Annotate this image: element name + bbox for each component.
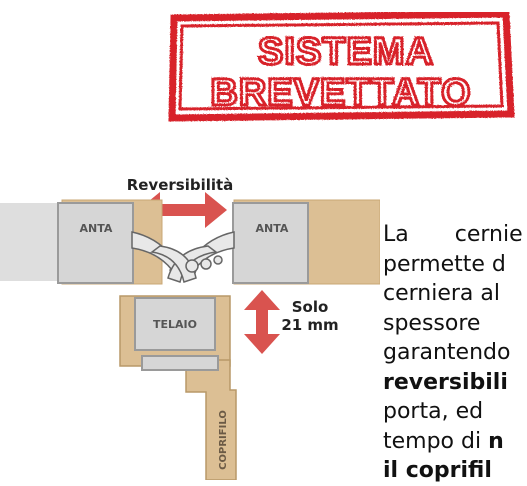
para-line-5: garantendo [383, 340, 511, 365]
solo-label: Solo [292, 298, 329, 316]
anta-left-label: ANTA [80, 222, 113, 235]
para-line-7: porta, ed [383, 399, 484, 424]
anta-right-label: ANTA [256, 222, 289, 235]
telaio-panel [134, 297, 216, 351]
para-line-2: permette d [383, 251, 506, 277]
para-line-8: tempo di n [383, 428, 504, 454]
para-line-4: spessore [383, 310, 481, 336]
patent-stamp: SISTEMA BREVETTATO [168, 12, 518, 122]
hinge-arms [131, 231, 235, 283]
thickness-arrow [244, 290, 280, 354]
coprifilo-label: COPRIFILO [218, 410, 229, 470]
reversibility-label: Reversibilità [127, 176, 234, 194]
left-door-leaf [0, 203, 62, 281]
stamp-line2: BREVETTATO [210, 72, 471, 114]
anta-right-panel [232, 202, 309, 284]
reversibility-arrow [138, 192, 227, 228]
anta-left-panel [57, 202, 134, 284]
para-line-9: il coprifil [383, 458, 492, 483]
stamp-line1: SISTEMA [258, 31, 434, 73]
para-line-3: cerniera al [383, 281, 500, 306]
para-line-6: reversibili [383, 369, 508, 395]
telaio-label: TELAIO [153, 318, 197, 331]
mm-label: 21 mm [281, 316, 338, 334]
hinge-diagram: Reversibilità ANTA ANTA TELAIO [0, 176, 381, 481]
